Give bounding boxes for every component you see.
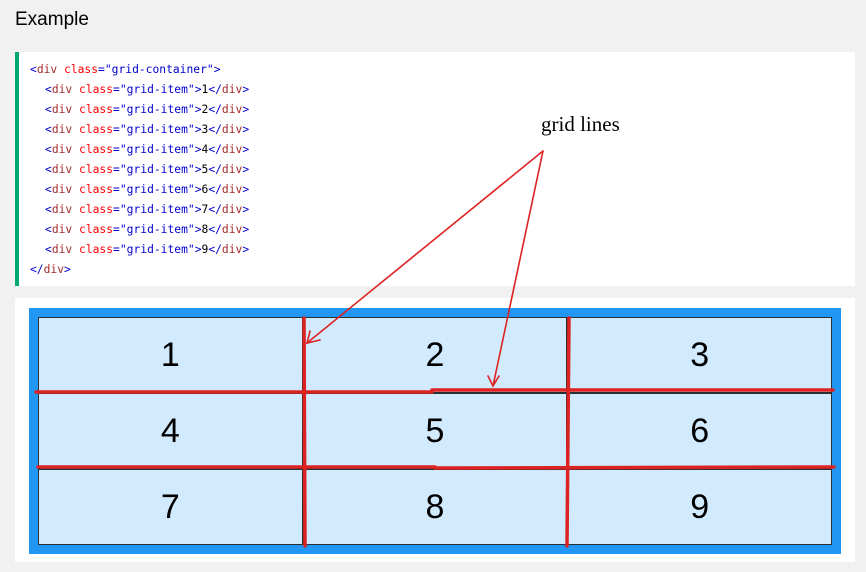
code-line: <div class="grid-container"> [30,63,221,76]
annotation-arrow-2 [492,150,544,387]
code-line: <div class="grid-item">3</div> [45,123,250,136]
arrowhead-1 [305,330,321,345]
code-line: <div class="grid-item">7</div> [45,203,250,216]
grid-item-5: 5 [302,393,568,469]
grid-container: 1 2 3 4 5 6 7 8 9 [29,308,841,554]
grid-item-9: 9 [567,469,832,545]
code-example: <div class="grid-container"> <div class=… [15,52,855,286]
page-title: Example [15,9,89,30]
grid-item-7: 7 [38,469,303,545]
horizontal-grid-line-2b [433,465,836,470]
annotation-arrow-1 [306,150,544,344]
code-line: <div class="grid-item">6</div> [45,183,250,196]
code-line: <div class="grid-item">2</div> [45,103,250,116]
code-line: <div class="grid-item">5</div> [45,163,250,176]
code-line: <div class="grid-item">8</div> [45,223,250,236]
arrowhead-2 [487,375,500,388]
code-lines: <div class="grid-container"> <div class=… [30,60,249,280]
code-line: <div class="grid-item">4</div> [45,143,250,156]
grid-item-1: 1 [38,317,303,393]
grid: 1 2 3 4 5 6 7 8 9 [38,317,832,545]
code-line: <div class="grid-item">1</div> [45,83,250,96]
grid-lines-label: grid lines [541,112,620,136]
grid-item-2: 2 [302,317,568,393]
grid-item-3: 3 [567,317,832,393]
grid-item-4: 4 [38,393,303,469]
vertical-grid-line-1 [302,316,307,548]
grid-item-8: 8 [302,469,568,545]
code-line: <div class="grid-item">9</div> [45,243,250,256]
vertical-grid-line-2 [565,316,571,548]
code-line: </div> [30,263,71,276]
